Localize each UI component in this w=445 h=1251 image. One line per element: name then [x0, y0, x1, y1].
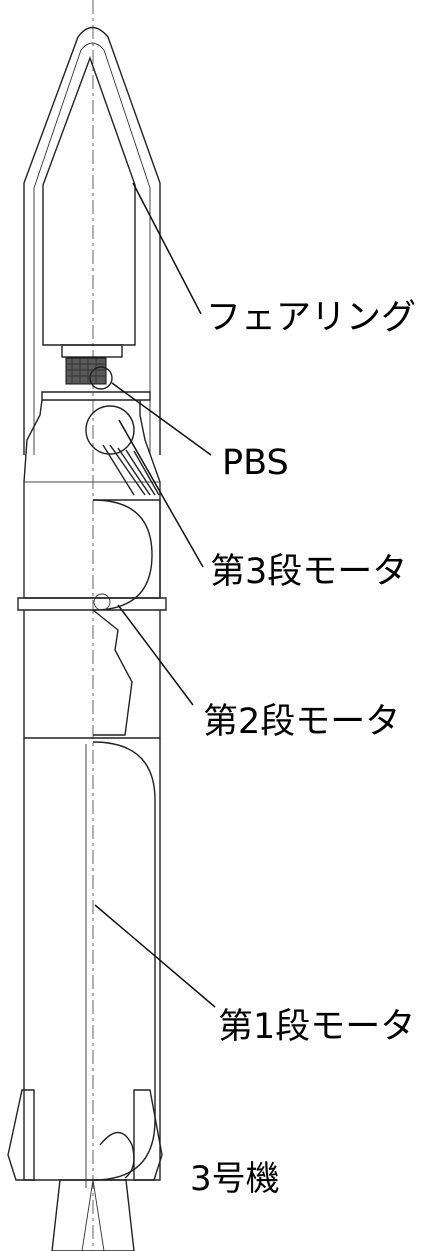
first-stage-label: 第1段モータ	[218, 1007, 416, 1047]
leader-fairing	[132, 182, 202, 315]
third-stage-label: 第3段モータ	[210, 552, 408, 592]
first-stage-motor-case	[92, 741, 156, 1181]
pbs-adapter	[61, 344, 123, 358]
nozzle	[51, 1179, 135, 1251]
third-stage-outer-line	[93, 499, 161, 598]
third-stage-nozzle-lines	[102, 444, 160, 496]
second-stage-label: 第2段モータ	[203, 702, 401, 742]
second-stage-nozzle	[92, 609, 133, 736]
second-stage-motor-case	[92, 499, 153, 611]
leader-first-stage	[94, 904, 216, 1008]
unit-number-label: 3号機	[190, 1159, 280, 1199]
pbs-mesh	[65, 357, 107, 385]
right-fin	[133, 1089, 163, 1181]
third-stage-motor-case	[85, 405, 135, 455]
leader-pbs	[111, 382, 212, 456]
nozzle-inner	[81, 1179, 105, 1251]
nozzle-loop	[99, 1131, 135, 1179]
fairing-inner-shell	[33, 42, 151, 455]
second-stage-body	[17, 597, 167, 739]
first-stage-body	[23, 738, 161, 1181]
leader-second-stage	[117, 604, 194, 706]
third-stage-body	[23, 399, 161, 599]
pbs-base	[41, 391, 151, 401]
pbs-tank	[89, 366, 113, 390]
second-stage-detail	[93, 593, 111, 611]
leader-third-stage	[118, 419, 204, 568]
fairing-outer-shell	[23, 26, 161, 455]
pbs-label: PBS	[222, 443, 289, 483]
pbs-mesh-grid	[66, 358, 106, 384]
fairing-label: フェアリング	[206, 298, 417, 338]
left-fin	[7, 1089, 35, 1181]
